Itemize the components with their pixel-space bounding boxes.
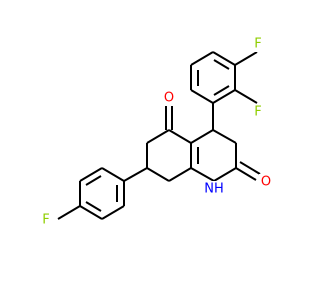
bond [213, 59, 230, 70]
chemical-structure: F F O O NH F [40, 36, 273, 228]
atom-f-ring-ortho: F [252, 104, 265, 120]
atom-symbol: F [254, 105, 261, 120]
bond [190, 51, 214, 66]
bond [79, 167, 103, 182]
bond [239, 161, 261, 175]
bond [79, 205, 103, 220]
bond [101, 167, 125, 182]
bond [212, 129, 237, 144]
bond [85, 175, 102, 186]
bond [57, 205, 81, 220]
atom-symbol: F [254, 37, 261, 52]
bond [101, 205, 125, 220]
atom-o-amide: O [259, 174, 273, 190]
bond-layer [57, 51, 261, 220]
bond [212, 89, 236, 104]
bond [235, 167, 257, 181]
bond [212, 51, 236, 66]
bond [146, 167, 170, 182]
atom-label-layer: F F O O NH F [40, 36, 273, 228]
bond [234, 89, 258, 104]
bond [190, 167, 215, 182]
bond [190, 89, 214, 104]
bond [168, 129, 192, 144]
bond [190, 129, 214, 144]
bond [85, 201, 102, 212]
atom-symbol: F [42, 213, 49, 228]
atom-symbol: O [261, 175, 271, 190]
atom-o-ketone: O [162, 90, 176, 106]
bond [213, 85, 230, 96]
bond [146, 129, 170, 144]
bond [234, 51, 258, 66]
bond [123, 167, 148, 182]
atom-symbol: NH [204, 182, 224, 197]
bond [168, 167, 192, 182]
atom-f-ring-top: F [251, 36, 264, 52]
atom-nh-amide: NH [202, 181, 226, 197]
atom-symbol: O [164, 91, 174, 106]
bond [213, 167, 237, 182]
atom-f-para: F [40, 212, 53, 228]
